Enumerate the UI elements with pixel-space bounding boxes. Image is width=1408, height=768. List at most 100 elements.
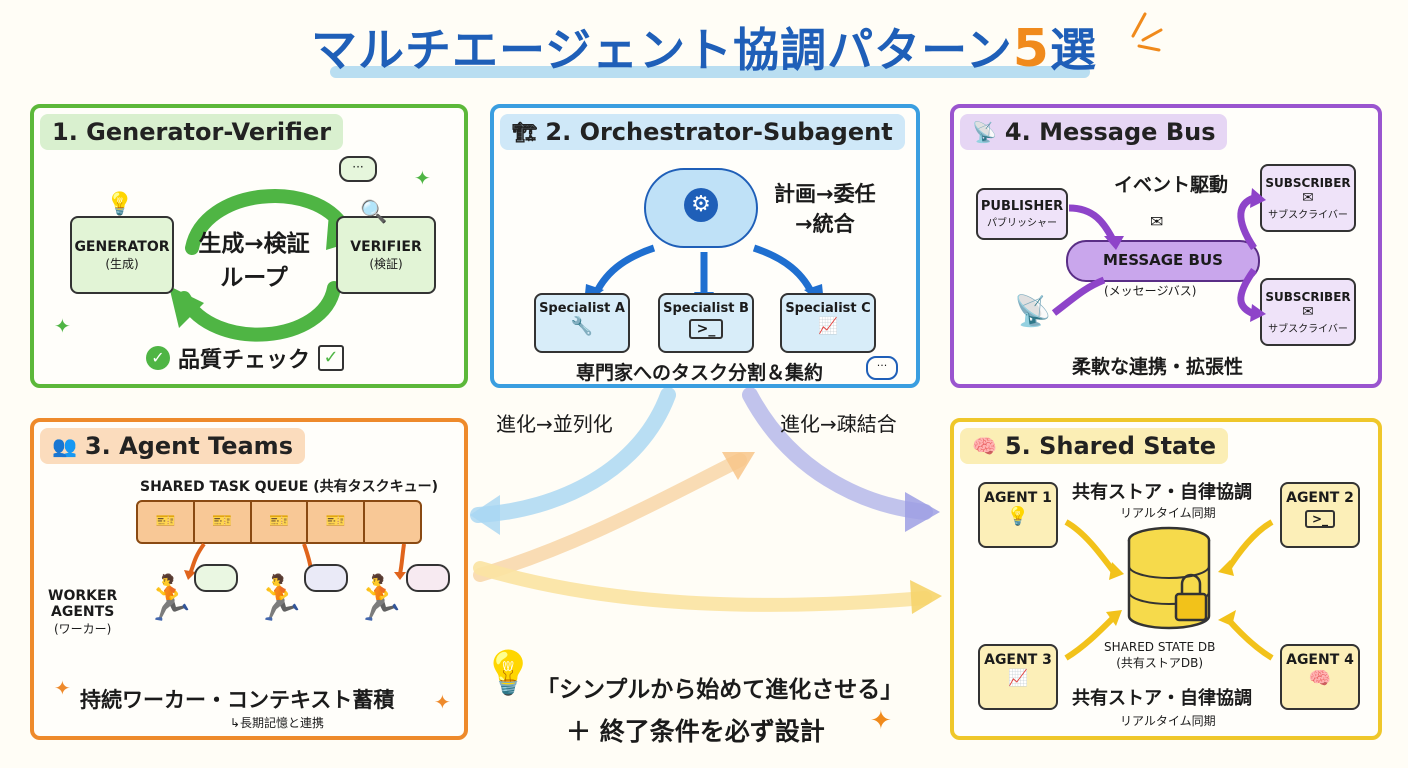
team-icon: 👥 [52,434,77,458]
speech-bubble-icon: ··· [339,156,377,182]
sync-arrows [1064,519,1274,661]
specialist-label: Specialist A [539,301,625,316]
envelope-icon: ✉ [1302,189,1314,206]
evolution-left-label: 進化→並列化 [496,412,613,436]
arrow-yellow [473,561,932,612]
quality-check: ✓ 品質チェック ✓ [146,342,345,374]
worker-icon: 🏃 [252,573,307,624]
task-ticket-icon: 🎫 [138,502,195,542]
db-label: SHARED STATE DB (共有ストアDB) [1104,640,1215,671]
panel-title: 1. Generator-Verifier [52,118,332,146]
center-quote: 「シンプルから始めて進化させる」 [536,677,904,703]
panel-agent-teams: 👥 3. Agent Teams SHARED TASK QUEUE (共有タス… [30,418,468,740]
subscriber-label: SUBSCRIBER [1265,289,1351,304]
message-bus-pipe: MESSAGE BUS [1066,240,1260,282]
task-ticket-icon: 🎫 [308,502,366,542]
agent-1-box: AGENT 1 💡 [978,482,1058,548]
sparkle-icon: ✦ [870,706,892,736]
lightbulb-icon: 💡 [1006,506,1030,527]
magnifier-icon: 🔍 [360,200,388,225]
check-circle-icon: ✓ [146,346,170,370]
thought-bubble-icon [406,564,450,592]
panel-header: 👥 3. Agent Teams [40,428,305,464]
specialist-b-box: Specialist B >_ [658,293,754,353]
panel-header: 🧠 5. Shared State [960,428,1228,464]
generator-box: GENERATOR (生成) [70,216,174,294]
publisher-box: PUBLISHER パブリッシャー [976,188,1068,240]
message-bus-footer: 柔軟な連携・拡張性 [1072,356,1244,378]
title-spark-icon [1131,12,1163,52]
panel-title: 3. Agent Teams [84,432,293,460]
panel-message-bus: 📡 4. Message Bus イベント駆動 PUBLISHER パブリッシャ… [950,104,1382,388]
center-plus-note: ＋ 終了条件を必ず設計 [566,717,825,746]
generator-label: GENERATOR [74,238,170,255]
agent-label: AGENT 1 [984,490,1052,506]
arrow-orange-up [473,453,747,582]
agent-teams-footer: 持続ワーカー・コンテキスト蓄積 [80,688,395,712]
specialist-label: Specialist B [663,301,749,316]
verifier-box: VERIFIER (検証) [336,216,436,294]
brain-icon: 🧠 [972,434,997,458]
verifier-label: VERIFIER [350,238,422,255]
satellite-dish-icon: 📡 [1014,294,1052,329]
lightbulb-icon: 💡 [482,648,535,697]
bus-sublabel: (メッセージバス) [1104,284,1197,298]
bus-label: MESSAGE BUS [1103,251,1223,269]
agent-4-box: AGENT 4 🧠 [1280,644,1360,710]
arrow-to-agent-teams [470,387,676,523]
shared-store-bottom: 共有ストア・自律協調 [1072,688,1252,709]
plan-line1: 計画→委任 [774,182,876,206]
panel-header: 🏗 2. Orchestrator-Subagent [500,114,905,150]
publisher-sublabel: パブリッシャー [987,218,1057,229]
quality-check-label: 品質チェック [178,348,311,373]
subscriber-label: SUBSCRIBER [1265,175,1351,190]
checkbox-icon: ✓ [318,345,345,371]
thought-bubble-icon [304,564,348,592]
workers-line2: AGENTS [51,604,115,620]
panel-generator-verifier: 1. Generator-Verifier GENERATOR (生成) 💡 V… [30,104,468,388]
wrench-icon: 🔧 [570,316,594,337]
panel-title: 5. Shared State [1004,432,1216,460]
panel-header: 1. Generator-Verifier [40,114,344,150]
envelope-icon: ✉ [1150,212,1164,231]
specialist-label: Specialist C [785,301,871,316]
agent-3-box: AGENT 3 📈 [978,644,1058,710]
specialist-c-box: Specialist C 📈 [780,293,876,353]
event-driven-label: イベント駆動 [1114,174,1229,196]
sparkle-icon: ✦ [414,166,431,190]
agent-2-box: AGENT 2 >_ [1280,482,1360,548]
orchestrator-footer: 専門家へのタスク分割＆集約 [576,362,824,384]
db-line1: SHARED STATE DB [1104,640,1216,654]
task-queue: 🎫 🎫 🎫 🎫 [136,500,422,544]
loop-line2: ループ [220,265,288,291]
bus-arrows [1051,188,1266,322]
specialist-a-box: Specialist A 🔧 [534,293,630,353]
workers-line1: WORKER [48,588,118,604]
chart-icon: 📈 [1008,668,1028,687]
panel-title: 2. Orchestrator-Subagent [545,118,893,146]
worker-icon: 🏃 [352,573,407,624]
sparkle-icon: ✦ [434,690,451,714]
realtime-bottom: リアルタイム同期 [1120,714,1216,728]
speech-bubble-icon: ··· [866,356,898,380]
loop-label: 生成→検証 ループ [194,224,314,292]
queue-slot [365,502,420,542]
title-number: 5 [1012,19,1050,79]
envelope-icon: ✉ [1302,303,1314,320]
shared-store-top: 共有ストア・自律協調 [1072,482,1252,503]
lightbulb-icon: 💡 [106,192,134,217]
sparkle-icon: ✦ [54,314,71,338]
terminal-icon: >_ [688,319,724,339]
panel-header: 📡 4. Message Bus [960,114,1228,150]
db-line2: (共有ストアDB) [1116,656,1204,670]
chart-icon: 📈 [818,316,838,335]
worker-icon: 🏃 [142,573,197,624]
page-title: マルチエージェント協調パターン5選 [301,14,1107,80]
subscriber-sublabel: サブスクライバー [1268,209,1348,221]
plan-label: 計画→委任 →統合 [774,178,876,238]
sparkle-icon: ✦ [54,676,71,700]
generator-sublabel: (生成) [105,256,139,271]
crane-icon: 🏗 [512,120,538,144]
task-ticket-icon: 🎫 [195,502,252,542]
